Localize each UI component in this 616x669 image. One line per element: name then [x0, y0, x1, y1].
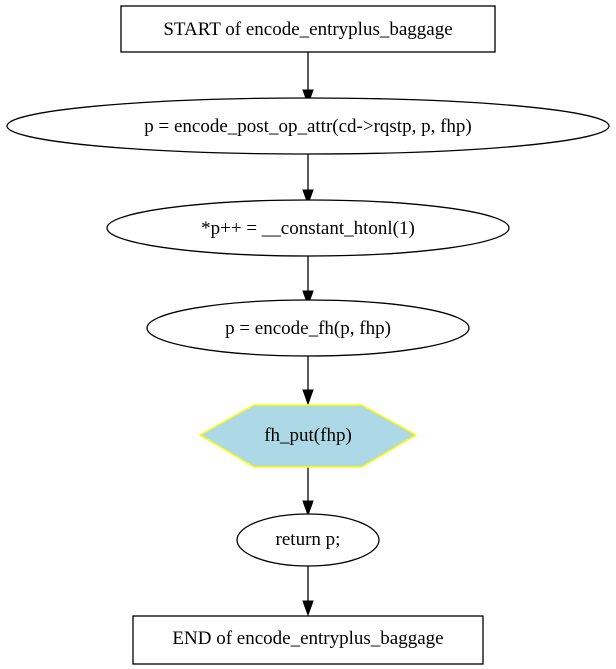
encode-fh-ellipse [146, 299, 470, 357]
end-node-box [132, 615, 484, 665]
return-label: return p; [276, 529, 341, 550]
htonl-ellipse [106, 199, 510, 257]
post-op-attr-label: p = encode_post_op_attr(cd->rqstp, p, fh… [144, 116, 471, 137]
post-op-attr-ellipse [6, 97, 610, 155]
edge-return-to-end [302, 565, 314, 617]
fh-put-node: fh_put(fhp) [198, 404, 418, 468]
edge-encode-fh-to-fh-put [302, 355, 314, 406]
edge-fh-put-to-return [302, 467, 314, 517]
start-node-box [120, 5, 496, 53]
post-op-attr-node: p = encode_post_op_attr(cd->rqstp, p, fh… [6, 97, 610, 155]
fh-put-label: fh_put(fhp) [264, 425, 352, 446]
encode-fh-label: p = encode_fh(p, fhp) [225, 318, 391, 339]
htonl-node: *p++ = __constant_htonl(1) [106, 199, 510, 257]
edge-post-op-attr-to-htonl [302, 154, 314, 206]
edges [302, 52, 314, 617]
edge-start-to-post-op-attr [302, 52, 314, 106]
end-node: END of encode_entryplus_baggage [132, 615, 484, 665]
return-ellipse [236, 513, 380, 567]
return-node: return p; [236, 513, 380, 567]
edge-htonl-to-encode-fh [302, 255, 314, 307]
htonl-label: *p++ = __constant_htonl(1) [201, 218, 415, 239]
fh-put-hexagon [198, 404, 418, 468]
start-node: START of encode_entryplus_baggage [120, 5, 496, 53]
encode-fh-node: p = encode_fh(p, fhp) [146, 299, 470, 357]
end-node-label: END of encode_entryplus_baggage [172, 628, 443, 649]
start-node-label: START of encode_entryplus_baggage [163, 19, 452, 40]
